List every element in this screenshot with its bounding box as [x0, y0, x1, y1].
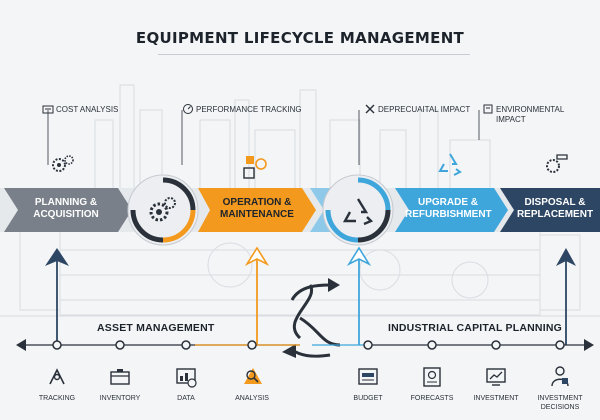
stage-operation-label: OPERATION & MAINTENANCE — [220, 197, 294, 220]
timeline-label-analysis: ANALYSIS — [235, 395, 269, 402]
gears-hub — [127, 174, 199, 246]
timeline-node-data — [181, 340, 191, 350]
forecasts-icon — [423, 367, 441, 387]
timeline-label-budget: BUDGET — [353, 395, 383, 402]
cost-analysis-icon — [42, 105, 54, 114]
recycle-icon — [438, 153, 462, 176]
annotation-performance-tracking: PERFORMANCE TRACKING — [196, 105, 302, 114]
timeline-label-forecasts: FORECASTS — [410, 395, 454, 402]
section-industrial-capital-planning: INDUSTRIAL CAPITAL PLANNING — [388, 322, 562, 334]
stage-upgrade-label: UPGRADE & REFURBISHMENT — [405, 197, 492, 220]
stage-disposal-arrow — [500, 188, 600, 232]
title-divider — [158, 54, 470, 55]
timeline-label-investment-decisions: INVESTMENT DECISIONS — [537, 395, 583, 411]
timeline-label-inventory: INVENTORY — [99, 395, 141, 402]
tracking-icon — [49, 368, 65, 385]
timeline-label-tracking: TRACKING — [38, 395, 76, 402]
timeline-node-budget — [363, 340, 373, 350]
stage-planning-arrow — [4, 188, 132, 232]
timeline-node-tracking — [52, 340, 62, 350]
stage-upgrade-arrow — [395, 188, 508, 232]
timeline-node-investment — [491, 340, 501, 350]
environmental-icon — [483, 104, 493, 114]
inventory-icon — [110, 369, 130, 385]
annotation-cost-analysis: COST ANALYSIS — [56, 105, 119, 114]
gears-icon — [52, 155, 74, 172]
recycle-hub — [322, 174, 394, 246]
data-icon — [176, 368, 197, 388]
stage-operation-arrow — [198, 188, 316, 232]
section-asset-management: ASSET MANAGEMENT — [97, 322, 215, 334]
analysis-icon — [244, 368, 262, 384]
gear-wrench-icon — [546, 154, 568, 173]
depreciation-icon — [365, 104, 375, 114]
investment-decisions-icon — [551, 366, 569, 387]
timeline-label-data: DATA — [177, 395, 195, 402]
timeline-node-inventory — [115, 340, 125, 350]
timeline-node-investment-decisions — [555, 340, 565, 350]
budget-icon — [358, 368, 378, 385]
timeline-node-analysis — [247, 340, 257, 350]
stage-planning-label: PLANNING & ACQUISITION — [33, 197, 99, 220]
performance-tracking-icon — [183, 104, 193, 114]
timeline-node-forecasts — [427, 340, 437, 350]
maintenance-tools-icon — [243, 156, 267, 179]
stage-disposal-label: DISPOSAL & REPLACEMENT — [516, 197, 594, 220]
timeline-label-investment: INVESTMENT — [473, 395, 519, 402]
page-title: EQUIPMENT LIFECYCLE MANAGEMENT — [135, 29, 465, 47]
investment-icon — [486, 368, 506, 386]
annotation-environmental-impact: ENVIRONMENTAL IMPACT — [496, 105, 565, 124]
annotation-depreciation-impact: DEPRECUAITAL IMPACT — [378, 105, 471, 114]
